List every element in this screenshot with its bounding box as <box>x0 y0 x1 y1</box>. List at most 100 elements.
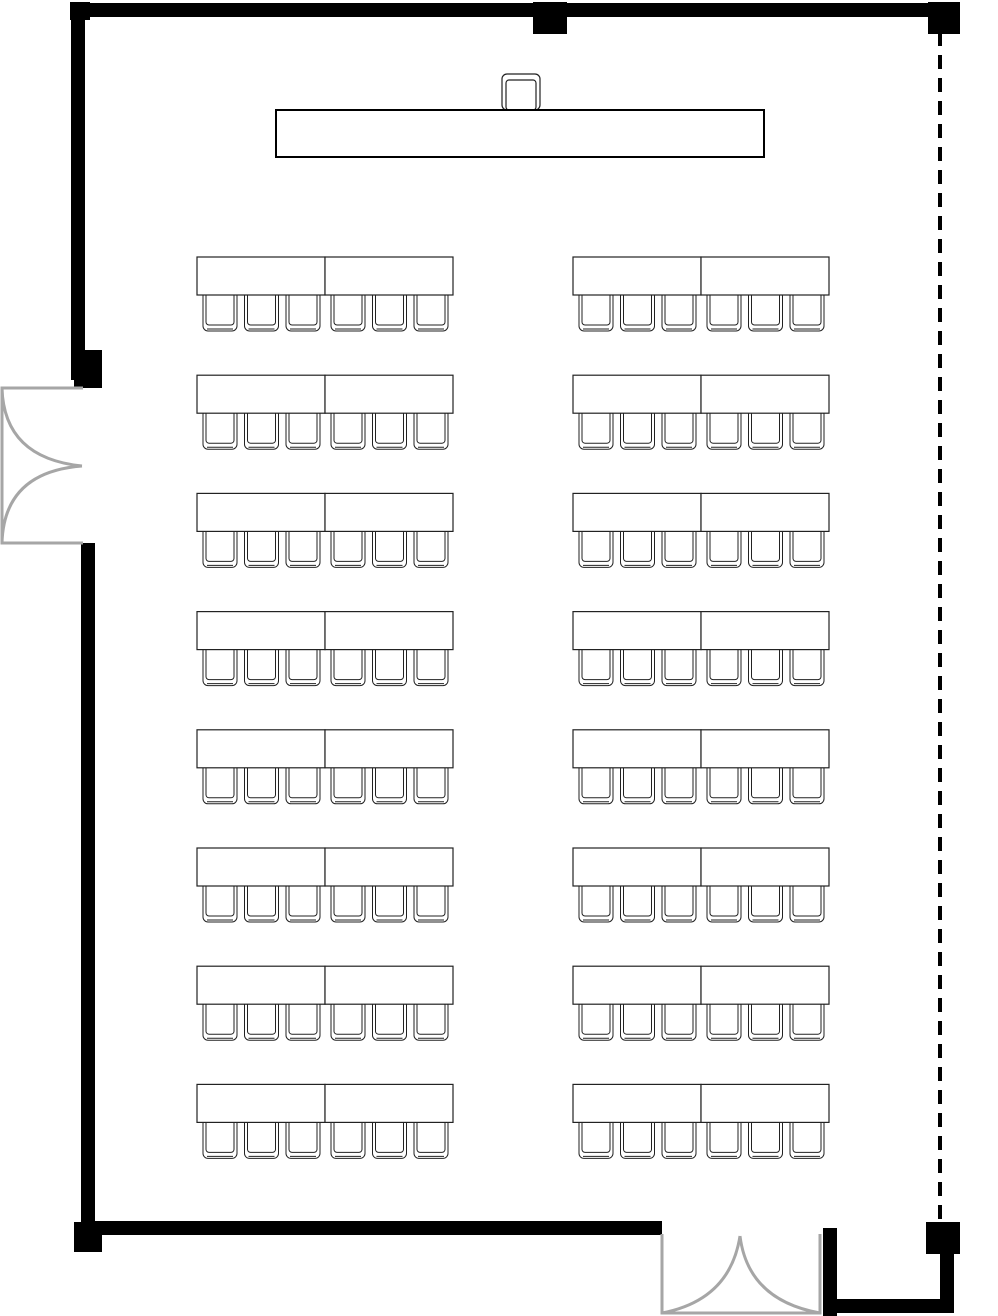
table <box>196 610 326 651</box>
table <box>572 610 702 651</box>
table-section <box>572 610 830 687</box>
chair <box>661 763 697 805</box>
table <box>324 729 454 769</box>
chair <box>413 1117 449 1159</box>
table <box>572 965 702 1005</box>
chair <box>202 408 238 450</box>
chair <box>748 290 783 332</box>
table <box>572 729 702 769</box>
chair <box>202 999 238 1041</box>
chair <box>285 763 321 805</box>
chair <box>706 526 742 568</box>
chair <box>620 526 655 568</box>
chair <box>285 1117 321 1159</box>
seating-row <box>196 492 830 568</box>
chair <box>285 881 321 923</box>
chair <box>202 526 238 568</box>
chair <box>578 999 614 1041</box>
head-table <box>275 109 765 158</box>
columns <box>70 2 960 1254</box>
chair <box>330 526 366 568</box>
table-section <box>572 374 830 450</box>
chair <box>202 1117 238 1159</box>
table <box>700 610 830 651</box>
chair <box>578 881 614 923</box>
table-section <box>572 729 830 805</box>
table-section <box>196 729 454 805</box>
table-section <box>196 847 454 923</box>
chair <box>789 999 825 1041</box>
head-chair <box>501 73 541 111</box>
table <box>196 492 326 532</box>
chair <box>372 881 407 923</box>
seating-area <box>196 256 830 1159</box>
table <box>700 847 830 887</box>
table-section <box>196 1083 454 1159</box>
table <box>572 492 702 532</box>
chair <box>244 999 279 1041</box>
chair <box>285 408 321 450</box>
chair <box>413 526 449 568</box>
table <box>572 847 702 887</box>
chair <box>748 526 783 568</box>
table <box>196 374 326 414</box>
chair <box>661 290 697 332</box>
seating-row <box>196 256 830 332</box>
chair <box>372 290 407 332</box>
chair <box>330 290 366 332</box>
chair <box>413 408 449 450</box>
chair <box>706 763 742 805</box>
table-section <box>196 492 454 568</box>
chair <box>661 881 697 923</box>
table-section <box>196 256 454 332</box>
chair <box>285 526 321 568</box>
chair <box>330 763 366 805</box>
chair <box>706 290 742 332</box>
table <box>572 256 702 296</box>
table-section <box>572 492 830 568</box>
table <box>700 256 830 296</box>
column <box>70 2 90 20</box>
chair <box>661 999 697 1041</box>
bottom-double-door[interactable] <box>660 1234 822 1315</box>
table-section <box>572 965 830 1041</box>
seating-row <box>196 610 830 687</box>
table <box>196 847 326 887</box>
chair <box>789 408 825 450</box>
chair <box>413 763 449 805</box>
chair <box>244 645 279 687</box>
chair <box>578 408 614 450</box>
chair <box>202 763 238 805</box>
chair <box>244 881 279 923</box>
chair <box>372 763 407 805</box>
chair <box>578 290 614 332</box>
table-section <box>196 374 454 450</box>
top-wall <box>78 3 954 32</box>
table <box>324 492 454 532</box>
table-section <box>196 610 454 687</box>
chair <box>372 645 407 687</box>
left-double-door[interactable] <box>0 386 83 545</box>
chair <box>661 408 697 450</box>
chair <box>244 408 279 450</box>
chair <box>202 881 238 923</box>
chair <box>789 881 825 923</box>
table <box>196 729 326 769</box>
column <box>926 1222 960 1254</box>
table <box>700 492 830 532</box>
chair <box>706 999 742 1041</box>
table-section <box>572 847 830 923</box>
chair <box>578 763 614 805</box>
table <box>196 1083 326 1124</box>
seating-row <box>196 374 830 450</box>
chair <box>330 1117 366 1159</box>
column <box>74 1222 102 1252</box>
chair <box>620 645 655 687</box>
chair <box>620 408 655 450</box>
chair <box>789 290 825 332</box>
chair <box>661 526 697 568</box>
chair <box>330 408 366 450</box>
seating-row <box>196 965 830 1041</box>
chair <box>330 645 366 687</box>
